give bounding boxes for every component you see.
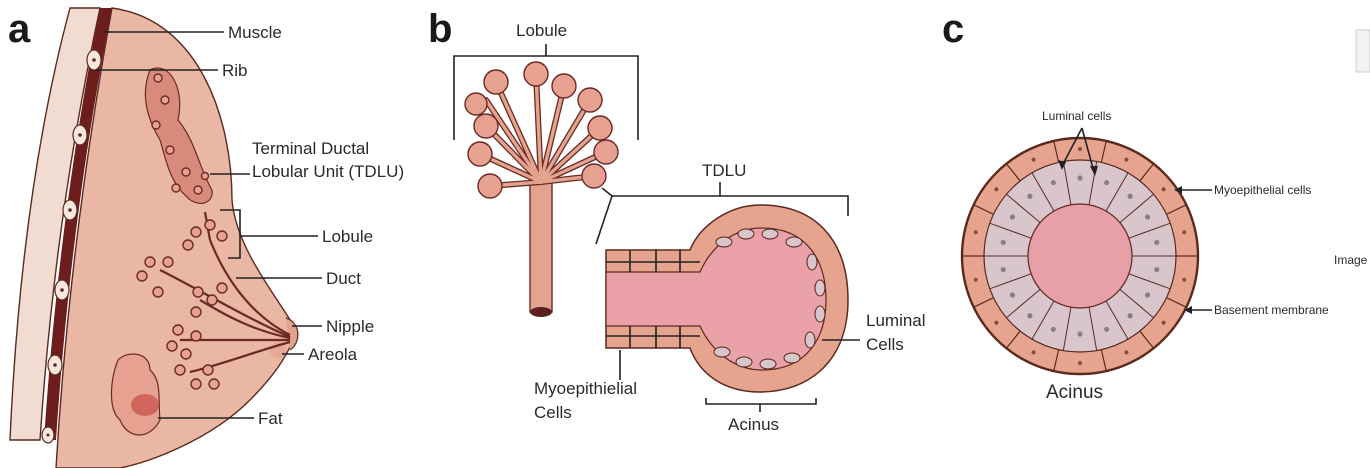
label-duct: Duct [326,269,361,288]
label-fat: Fat [258,409,283,428]
luminal-nucleus [1010,214,1015,219]
panel-c: c Luminal cells Myoepithelial cells Base… [942,7,1329,403]
tdlu-connector [602,188,612,196]
luminal-nucleus [1154,267,1159,272]
panel-c-letter: c [942,7,964,51]
myoepithelial-nucleus [974,278,978,282]
label-luminal-line2: Cells [866,335,904,354]
luminal-nucleus [1104,327,1109,332]
myoepithelial-nucleus [1124,158,1128,162]
label-c-acinus: Acinus [1046,382,1103,403]
label-lobule: Lobule [322,227,373,246]
luminal-nucleus [1077,175,1082,180]
luminal-nucleus [1051,327,1056,332]
label-myoepithelial-cells: Myoepithelial cells [1214,183,1311,197]
myoepithelial-nucleus [1032,350,1036,354]
label-tdlu: TDLU [702,161,746,180]
luminal-nucleus [1128,194,1133,199]
label-luminal-line1: Luminal [866,311,926,330]
fat-core [131,394,159,416]
luminal-nucleus [1145,214,1150,219]
label-b-lobule: Lobule [516,21,567,40]
panel-a: a [8,7,404,468]
panel-a-letter: a [8,7,31,51]
edge-image-text: Image [1334,253,1368,267]
myoepithelial-nucleus [974,230,978,234]
panel-b: b Lobule [428,7,926,434]
myoepithelial-nucleus [1124,350,1128,354]
luminal-nucleus [1010,292,1015,297]
luminal-nucleus [1027,313,1032,318]
myoepithelial-nucleus [994,187,998,191]
luminal-nucleus [1154,240,1159,245]
myoepithelial-nucleus [1162,187,1166,191]
luminal-nucleus [1077,331,1082,336]
myoepithelial-nucleus [1182,230,1186,234]
label-tdlu-line2: Lobular Unit (TDLU) [252,162,404,181]
acinus-lumen-c [1028,204,1132,308]
myoepithelial-nucleus [1078,147,1082,151]
luminal-nucleus [1001,240,1006,245]
myoepithelial-nucleus [1032,158,1036,162]
myoepithelial-nucleus [1182,278,1186,282]
acinus-bracket [706,398,816,412]
myoepithelial-nucleus [994,321,998,325]
myoepithelial-nucleus [1162,321,1166,325]
luminal-nucleus [1051,180,1056,185]
label-tdlu-line1: Terminal Ductal [252,139,369,158]
panel-b-letter: b [428,7,452,51]
label-luminal-cells: Luminal cells [1042,109,1111,123]
label-areola: Areola [308,345,358,364]
label-basement-membrane: Basement membrane [1214,303,1329,317]
label-myo-line2: Cells [534,403,572,422]
label-rib: Rib [222,61,248,80]
label-nipple: Nipple [326,317,374,336]
stalk-end [530,307,552,317]
luminal-nucleus [1027,194,1032,199]
label-muscle: Muscle [228,23,282,42]
luminal-nucleus [1128,313,1133,318]
label-b-acinus: Acinus [728,415,779,434]
luminal-nucleus [1001,267,1006,272]
label-myo-line1: Myoepithielial [534,379,637,398]
luminal-nucleus [1145,292,1150,297]
luminal-nucleus [1104,180,1109,185]
lobule-stalk [530,180,552,312]
edge-strip [1356,30,1370,72]
myoepithelial-nucleus [1078,361,1082,365]
